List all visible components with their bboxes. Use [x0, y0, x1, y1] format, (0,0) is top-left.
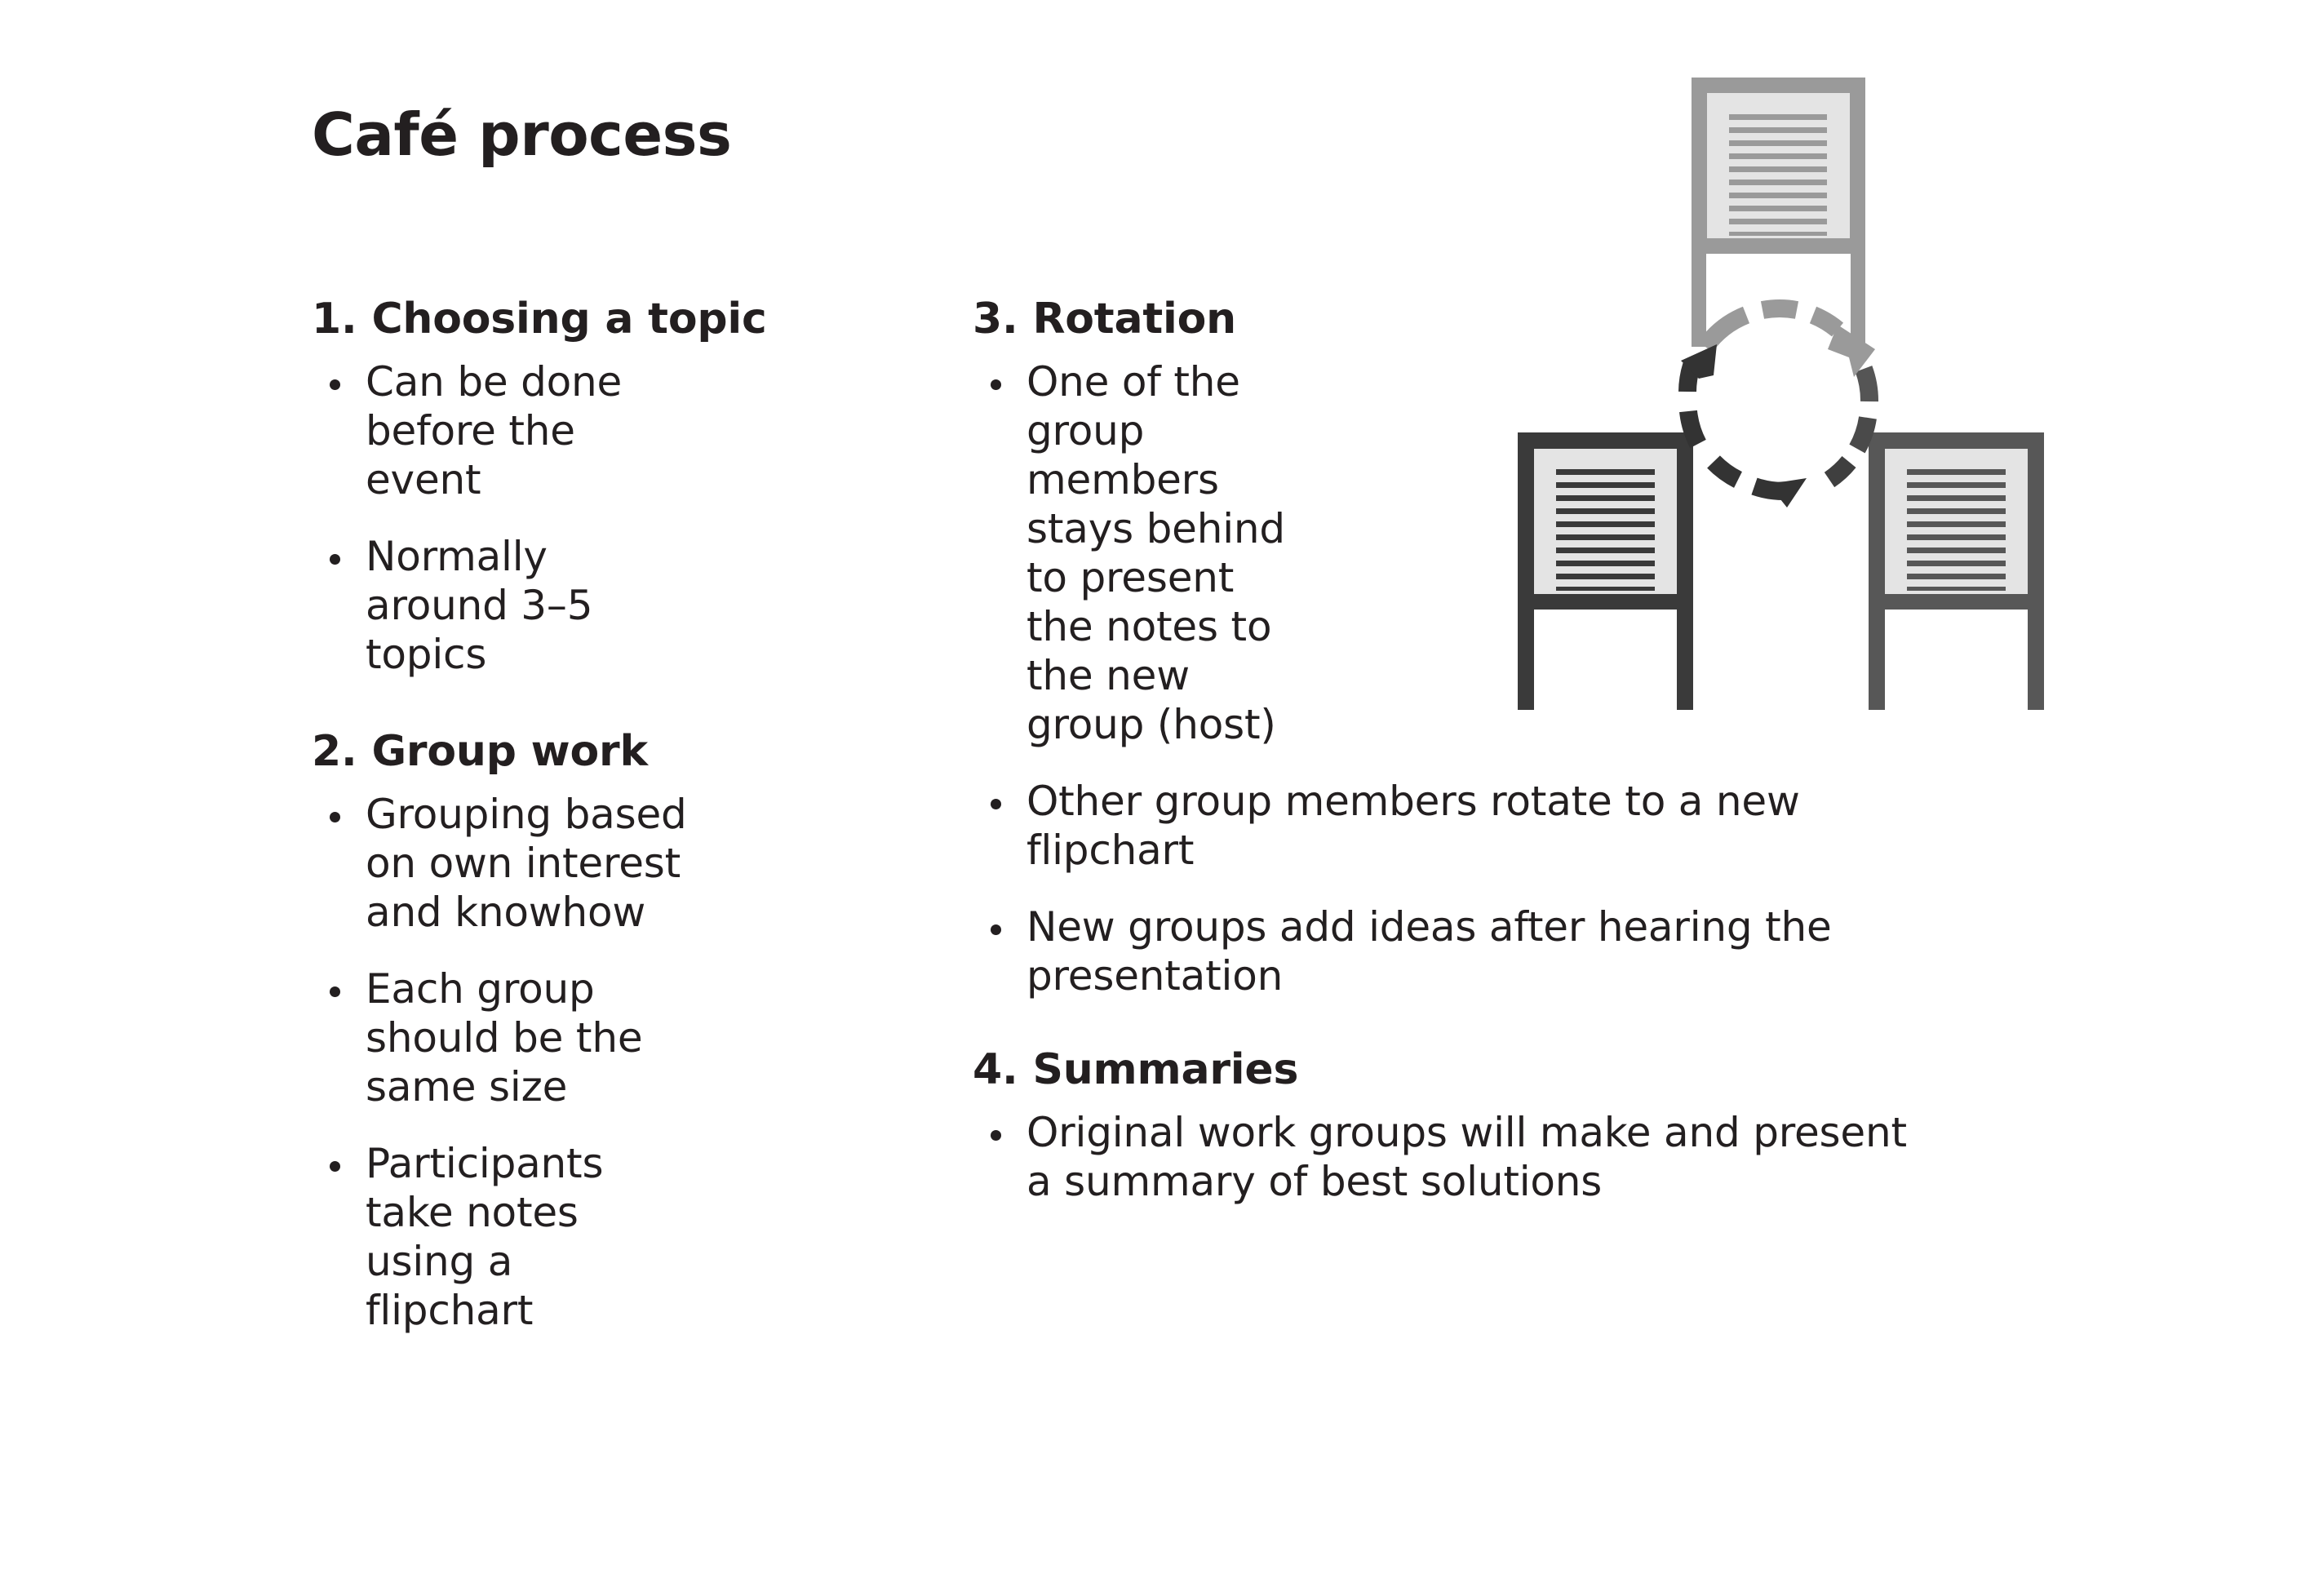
bullet-list-3: One of the group members stays behind to…: [973, 357, 1919, 1000]
arrowhead-bottom-icon: [1767, 478, 1807, 508]
list-item-text: New groups add ideas after hearing the p…: [1026, 903, 1832, 1000]
bullet-dot-icon: [330, 1160, 340, 1172]
three-flipcharts-rotation-diagram: [1485, 33, 2154, 767]
section-choosing-a-topic: 1. Choosing a topic Can be done before t…: [312, 295, 916, 679]
bullet-dot-icon: [991, 379, 1001, 390]
section-heading-1: 1. Choosing a topic: [312, 295, 767, 344]
list-item-text: Each group should be the same size: [366, 965, 643, 1111]
flipchart-top-icon: [1692, 78, 1865, 347]
list-item: One of the group members stays behind to…: [973, 357, 1296, 749]
list-item-text: Normally around 3–5 topics: [366, 533, 593, 679]
right-column: 3. Rotation One of the group members sta…: [973, 295, 1919, 1206]
flipchart-bottom-left-icon: [1518, 432, 1693, 710]
bullet-list-2: Grouping based on own interest and knowh…: [312, 790, 916, 1335]
list-item-text: Original work groups will make and prese…: [1026, 1109, 1907, 1206]
list-item-text: Participants take notes using a flipchar…: [366, 1140, 604, 1335]
bullet-dot-icon: [330, 986, 340, 997]
list-item: Each group should be the same size: [312, 964, 692, 1111]
bullet-dot-icon: [330, 379, 340, 390]
list-item: Normally around 3–5 topics: [312, 532, 692, 679]
bullet-list-1: Can be done before the event Normally ar…: [312, 357, 916, 679]
list-item-text: One of the group members stays behind to…: [1026, 358, 1285, 749]
list-item: New groups add ideas after hearing the p…: [973, 902, 1891, 1000]
list-item: Other group members rotate to a new flip…: [973, 777, 1851, 875]
bullet-dot-icon: [991, 798, 1001, 809]
section-group-work: 2. Group work Grouping based on own inte…: [312, 728, 916, 1335]
list-item: Can be done before the event: [312, 357, 692, 504]
arrowhead-left-icon: [1681, 344, 1717, 379]
list-item-text: Grouping based on own interest and knowh…: [366, 791, 687, 937]
list-item: Grouping based on own interest and knowh…: [312, 790, 692, 937]
flipchart-bottom-right-icon: [1869, 432, 2044, 710]
list-item-text: Other group members rotate to a new flip…: [1026, 778, 1800, 875]
page-title: Café process: [312, 100, 732, 169]
section-rotation: 3. Rotation One of the group members sta…: [973, 295, 1919, 1000]
left-column: 1. Choosing a topic Can be done before t…: [312, 295, 916, 1335]
arrowhead-top-right-icon: [1828, 325, 1875, 377]
section-summaries: 4. Summaries Original work groups will m…: [973, 1046, 1919, 1206]
rotation-arrow-icon: [1678, 299, 1878, 508]
bullet-dot-icon: [991, 924, 1001, 935]
section-heading-2: 2. Group work: [312, 727, 648, 777]
list-item-text: Can be done before the event: [366, 358, 623, 504]
list-item: Participants take notes using a flipchar…: [312, 1139, 692, 1335]
list-item: Original work groups will make and prese…: [973, 1108, 1919, 1206]
section-heading-3: 3. Rotation: [973, 295, 1236, 344]
section-heading-4: 4. Summaries: [973, 1045, 1299, 1095]
bullet-dot-icon: [991, 1129, 1001, 1141]
bullet-dot-icon: [330, 811, 340, 822]
bullet-list-4: Original work groups will make and prese…: [973, 1108, 1919, 1206]
bullet-dot-icon: [330, 553, 340, 565]
